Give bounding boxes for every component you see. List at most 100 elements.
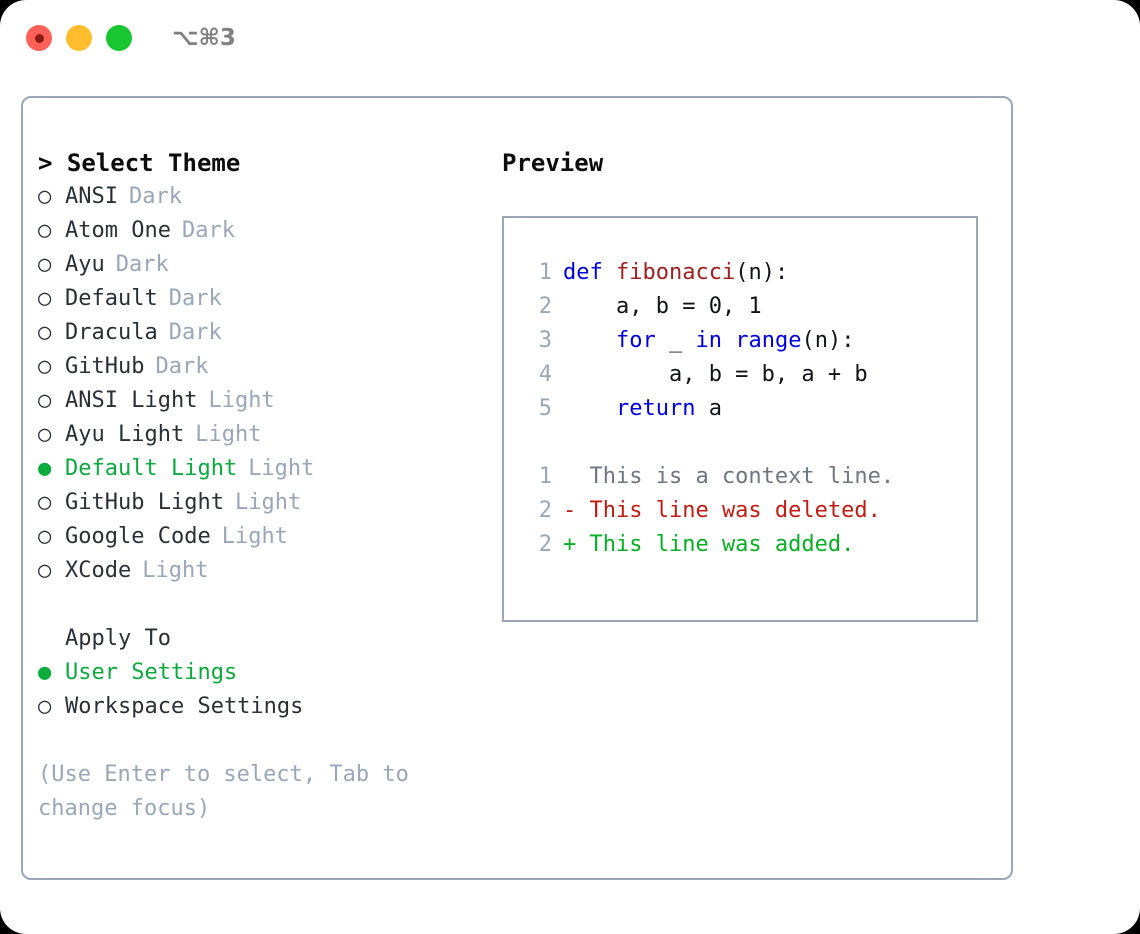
- apply-to-list: ●User Settings○Workspace Settings: [38, 656, 498, 724]
- line-number: 2: [538, 532, 552, 557]
- theme-list-item[interactable]: ○ ANSI Dark: [38, 180, 498, 214]
- maximize-window-icon[interactable]: [106, 25, 132, 51]
- theme-variant-badge: Dark: [115, 252, 169, 277]
- radio-unselected-icon: ○: [38, 490, 52, 515]
- code-line: 2 a, b = 0, 1: [522, 290, 976, 324]
- code-spacer: [522, 426, 976, 460]
- radio-selected-icon: ●: [38, 456, 52, 481]
- line-number: 1: [538, 464, 552, 489]
- theme-name-label: Default: [65, 286, 158, 311]
- apply-to-item[interactable]: ●User Settings: [38, 656, 498, 690]
- line-number: 5: [538, 396, 552, 421]
- theme-variant-badge: Light: [195, 422, 262, 447]
- radio-unselected-icon: ○: [38, 422, 52, 447]
- theme-list-item[interactable]: ○ XCode Light: [38, 554, 498, 588]
- code-token: a, b = b, a + b: [563, 362, 868, 387]
- theme-name-label: GitHub Light: [65, 490, 224, 515]
- theme-name-label: Atom One: [65, 218, 171, 243]
- theme-name-label: ANSI Light: [65, 388, 198, 413]
- line-number: 2: [538, 294, 552, 319]
- theme-variant-badge: Dark: [128, 184, 182, 209]
- theme-variant-badge: Dark: [168, 320, 222, 345]
- theme-list-item[interactable]: ○ Google Code Light: [38, 520, 498, 554]
- code-token: for: [615, 328, 656, 353]
- theme-name-label: GitHub: [65, 354, 145, 379]
- theme-name-label: Google Code: [65, 524, 211, 549]
- radio-unselected-icon: ○: [38, 286, 52, 311]
- code-line: 4 a, b = b, a + b: [522, 358, 976, 392]
- code-token: a: [695, 396, 722, 421]
- code-token: return: [615, 396, 696, 421]
- diff-line: 1 This is a context line.: [522, 460, 976, 494]
- theme-list-item[interactable]: ○ GitHub Light Light: [38, 486, 498, 520]
- code-token: (n):: [735, 260, 789, 285]
- theme-list-item[interactable]: ● Default Light Light: [38, 452, 498, 486]
- radio-selected-icon: ●: [38, 660, 52, 685]
- code-line: 5 return a: [522, 392, 976, 426]
- code-token: a, b = 0, 1: [563, 294, 762, 319]
- code-token: fibonacci: [616, 260, 736, 285]
- theme-variant-badge: Light: [142, 558, 209, 583]
- code-token: [603, 256, 616, 290]
- code-token: [563, 324, 616, 358]
- radio-unselected-icon: ○: [38, 354, 52, 379]
- theme-variant-badge: Dark: [155, 354, 209, 379]
- theme-variant-badge: Dark: [168, 286, 222, 311]
- preview-title: Preview: [502, 149, 604, 177]
- theme-list-item[interactable]: ○ Atom One Dark: [38, 214, 498, 248]
- theme-variant-badge: Light: [234, 490, 302, 515]
- keyboard-shortcut-label: ⌥⌘3: [172, 25, 236, 51]
- diff-sample: 1 This is a context line. 2 - This line wa…: [522, 460, 976, 562]
- line-number: 3: [538, 328, 552, 353]
- code-token: (n):: [801, 328, 855, 353]
- theme-variant-badge: Light: [248, 456, 315, 481]
- apply-to-label: Workspace Settings: [65, 694, 304, 719]
- traffic-light-controls: [26, 25, 132, 51]
- theme-list-item[interactable]: ○ Ayu Light Light: [38, 418, 498, 452]
- line-number: 4: [538, 362, 552, 387]
- theme-name-label: ANSI: [65, 184, 118, 209]
- radio-unselected-icon: ○: [38, 184, 52, 209]
- diff-line: 2 + This line was added.: [522, 528, 976, 562]
- code-token: range: [735, 328, 802, 353]
- diff-text: + This line was added.: [563, 532, 855, 557]
- radio-unselected-icon: ○: [38, 320, 52, 345]
- code-token: def: [563, 260, 603, 285]
- diff-text: This is a context line.: [563, 464, 895, 489]
- theme-name-label: Ayu Light: [65, 422, 185, 447]
- minimize-window-icon[interactable]: [66, 25, 92, 51]
- theme-name-label: XCode: [65, 558, 132, 583]
- apply-to-heading: Apply To: [65, 626, 171, 651]
- theme-name-label: Default Light: [65, 456, 238, 481]
- theme-list-item[interactable]: ○ Default Dark: [38, 282, 498, 316]
- theme-list-item[interactable]: ○ GitHub Dark: [38, 350, 498, 384]
- theme-name-label: Dracula: [65, 320, 158, 345]
- diff-text: - This line was deleted.: [563, 498, 881, 523]
- radio-unselected-icon: ○: [38, 218, 52, 243]
- code-token: [722, 324, 735, 358]
- line-number: 2: [538, 498, 552, 523]
- theme-variant-badge: Dark: [181, 218, 235, 243]
- theme-list-item[interactable]: ○ Dracula Dark: [38, 316, 498, 350]
- radio-unselected-icon: ○: [38, 558, 52, 583]
- page-title: > Select Theme: [38, 149, 241, 177]
- close-window-icon[interactable]: [26, 25, 52, 51]
- code-token: _: [655, 328, 696, 353]
- diff-line: 2 - This line was deleted.: [522, 494, 976, 528]
- apply-to-item[interactable]: ○Workspace Settings: [38, 690, 498, 724]
- title-bar: ⌥⌘3: [0, 0, 1140, 76]
- theme-variant-badge: Light: [221, 524, 288, 549]
- radio-unselected-icon: ○: [38, 252, 52, 277]
- radio-unselected-icon: ○: [38, 524, 52, 549]
- radio-unselected-icon: ○: [38, 388, 52, 413]
